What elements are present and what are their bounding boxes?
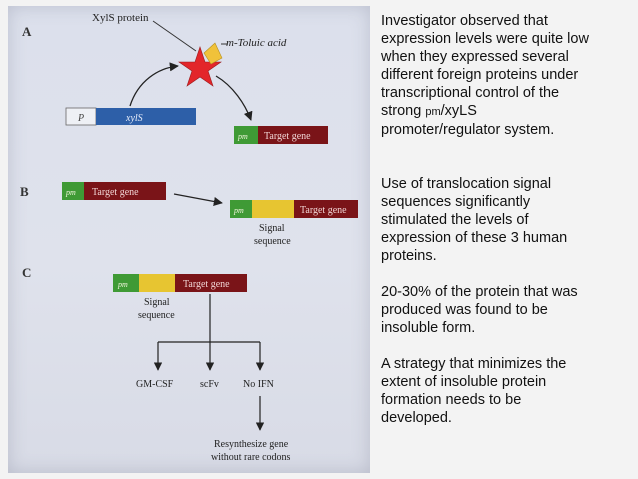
pm-promoter-box-c	[113, 274, 139, 292]
arrow-b	[173, 193, 223, 206]
pm-label-b1: pm	[65, 188, 76, 197]
target-gene-label-c: Target gene	[183, 279, 230, 290]
paragraph-translocation: Use of translocation signal sequences si…	[381, 175, 621, 265]
translocation-line-5: proteins.	[381, 248, 437, 264]
xyls-protein-label: XylS protein	[92, 12, 149, 24]
expression-diagram: A B C XylS protein m-Toluic acid P xylS …	[20, 12, 358, 463]
xyls-protein-star-icon	[178, 46, 222, 87]
xyls-gene-box	[96, 108, 196, 125]
signal-label-b-line2: sequence	[254, 236, 291, 247]
panel-label-b: B	[20, 184, 29, 199]
xyls-leader-line	[152, 20, 197, 52]
m-toluic-acid-icon	[203, 42, 223, 65]
product-scfv: scFv	[200, 379, 219, 390]
resynthesize-line2: without rare codons	[211, 452, 291, 463]
observation-line-6: strong pm/xyLS	[381, 102, 621, 121]
observation-line-4: different foreign proteins under	[381, 67, 579, 83]
signal-sequence-box-c	[139, 274, 175, 292]
signal-label-b-line1: Signal	[259, 223, 285, 234]
insoluble-line-2: produced was found to be	[381, 302, 548, 318]
signal-label-c-line2: sequence	[138, 310, 175, 321]
target-gene-label-b2: Target gene	[300, 205, 347, 216]
pm-promoter-box-b1	[62, 182, 84, 200]
strong-prefix: strong	[381, 103, 426, 119]
panel-label-c: C	[22, 265, 31, 280]
translocation-line-2: sequences significantly	[381, 194, 531, 210]
observation-line-1: Investigator observed that	[381, 13, 548, 29]
target-gene-box-b1	[84, 182, 166, 200]
xyls-gene-label: xylS	[125, 113, 143, 124]
inducer-label: m-Toluic acid	[226, 37, 287, 49]
product-no-ifn: No IFN	[243, 379, 274, 390]
translocation-line-3: stimulated the levels of	[381, 212, 529, 228]
signal-sequence-box-b	[252, 200, 294, 218]
pm-label-a: pm	[237, 132, 248, 141]
resynthesize-line1: Resynthesize gene	[214, 439, 289, 450]
translocation-line-4: expression of these 3 human	[381, 230, 568, 246]
figure-photo: A B C XylS protein m-Toluic acid P xylS …	[8, 6, 370, 473]
observation-line-3: when they expressed several	[381, 49, 569, 65]
insoluble-line-1: 20-30% of the protein that was	[381, 284, 578, 300]
translocation-line-1: Use of translocation signal	[381, 176, 552, 192]
branch-arrows	[153, 294, 265, 431]
arrow-protein-to-pm	[215, 75, 253, 121]
target-gene-label-b1: Target gene	[92, 187, 139, 198]
arrow-xyls-to-protein	[129, 62, 179, 107]
xyls-inline: /xyLS	[440, 103, 477, 119]
signal-label-c-line1: Signal	[144, 297, 170, 308]
pm-promoter-box-b2	[230, 200, 252, 218]
target-gene-box-b2	[294, 200, 358, 218]
target-gene-box-a	[258, 126, 328, 144]
target-gene-box-c	[175, 274, 247, 292]
observation-line-7: promoter/regulator system.	[381, 122, 555, 138]
panel-label-a: A	[22, 24, 32, 39]
strategy-line-1: A strategy that minimizes the	[381, 356, 567, 372]
paragraph-strategy: A strategy that minimizes the extent of …	[381, 355, 621, 427]
target-gene-label-a: Target gene	[264, 131, 311, 142]
observation-line-2: expression levels were quite low	[381, 31, 589, 47]
explanation-text-panel: Investigator observed that expression le…	[381, 12, 621, 467]
strategy-line-3: formation needs to be	[381, 392, 522, 408]
pm-inline: pm	[425, 106, 441, 118]
observation-line-5: transcriptional control of the	[381, 85, 560, 101]
paragraph-observation: Investigator observed that expression le…	[381, 12, 621, 139]
pm-label-c: pm	[117, 280, 128, 289]
product-gm-csf: GM-CSF	[136, 379, 174, 390]
pm-promoter-box-a	[234, 126, 258, 144]
strategy-line-4: developed.	[381, 410, 452, 426]
paragraph-insoluble: 20-30% of the protein that was produced …	[381, 283, 621, 337]
insoluble-line-3: insoluble form.	[381, 320, 476, 336]
p-promoter-label: P	[77, 113, 84, 124]
strategy-line-2: extent of insoluble protein	[381, 374, 547, 390]
pm-label-b2: pm	[233, 206, 244, 215]
